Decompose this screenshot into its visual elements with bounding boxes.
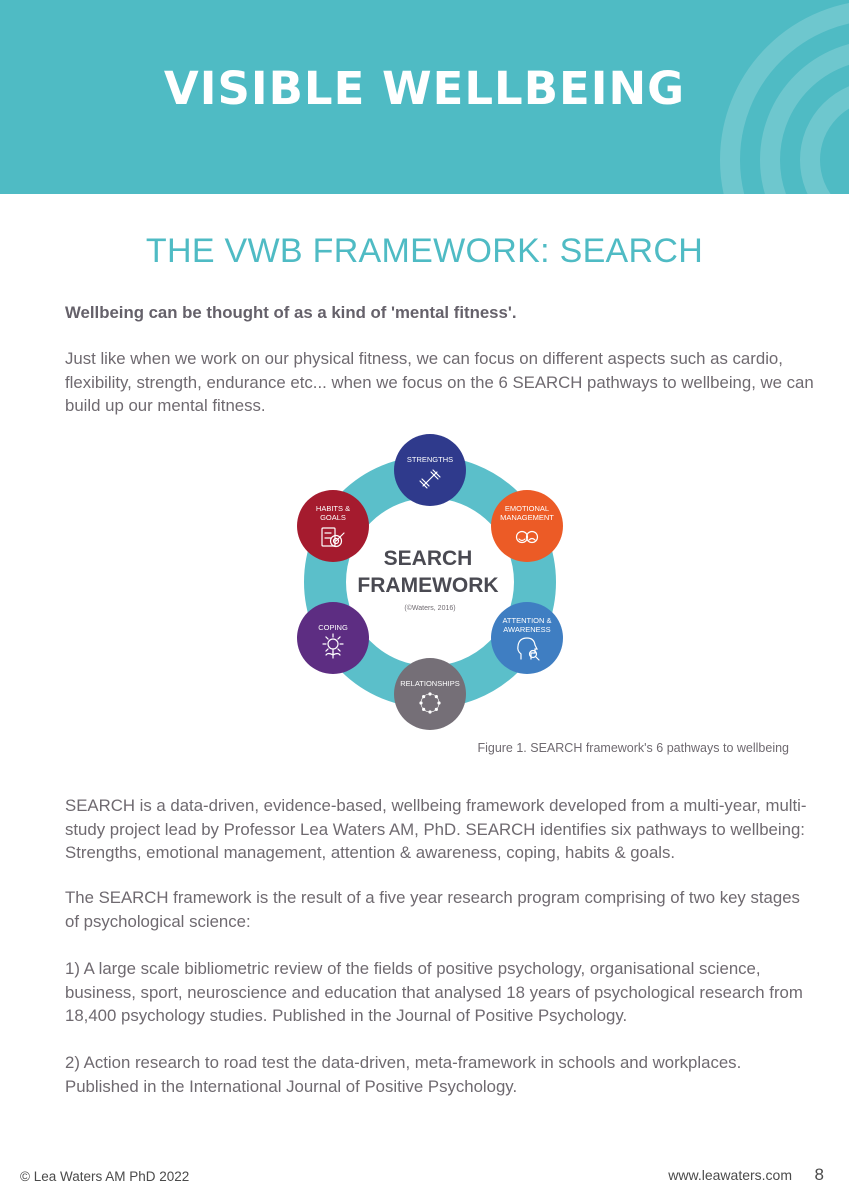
search-description-paragraph: SEARCH is a data-driven, evidence-based,… xyxy=(65,796,807,862)
pathway-circle xyxy=(297,602,370,674)
pathway-label-line2: GOALS xyxy=(320,513,346,522)
pathway-label-line2: AWARENESS xyxy=(503,625,550,634)
target-checklist-icon xyxy=(321,527,345,548)
section-title: THE VWB FRAMEWORK: SEARCH xyxy=(145,232,704,270)
header-banner: VISIBLE WELLBEING xyxy=(0,0,849,194)
pathway-label: RELATIONSHIPS xyxy=(400,679,459,688)
pathway-label-line2: MANAGEMENT xyxy=(500,513,554,522)
pathway-circle xyxy=(297,490,370,562)
pathway-node-strengths: STRENGTHS xyxy=(394,434,466,506)
footer-copyright: © Lea Waters AM PhD 2022 xyxy=(20,1169,190,1184)
figure-caption: Figure 1. SEARCH framework's 6 pathways … xyxy=(477,741,789,755)
diagram-credit: (©Waters, 2016) xyxy=(404,604,455,612)
flower-sun-icon xyxy=(322,633,344,659)
dumbbell-icon xyxy=(419,469,441,489)
pathway-label: STRENGTHS xyxy=(407,455,453,464)
head-magnifier-icon xyxy=(517,637,540,661)
pathway-node-relationships: RELATIONSHIPS xyxy=(394,658,466,730)
pathway-label: COPING xyxy=(318,623,348,632)
lead-paragraph: Wellbeing can be thought of as a kind of… xyxy=(65,303,517,322)
stage-two-paragraph: 2) Action research to road test the data… xyxy=(65,1053,742,1096)
stage-one-paragraph: 1) A large scale bibliometric review of … xyxy=(65,959,803,1025)
research-program-paragraph: The SEARCH framework is the result of a … xyxy=(65,888,800,931)
pathway-label: ATTENTION & xyxy=(502,616,551,625)
pathway-circle xyxy=(490,490,563,562)
pathway-node-attention-awareness: ATTENTION &AWARENESS xyxy=(490,602,563,674)
people-circle-icon xyxy=(419,692,441,714)
footer-website-link[interactable]: www.leawaters.com xyxy=(668,1167,792,1183)
diagram-center-title: SEARCH xyxy=(384,547,473,570)
pathway-label: EMOTIONAL xyxy=(505,504,549,513)
pathway-node-habits-goals: HABITS &GOALS xyxy=(297,490,370,562)
decorative-arcs xyxy=(720,3,849,194)
page-number: 8 xyxy=(814,1165,824,1184)
search-framework-diagram: SEARCH FRAMEWORK (©Waters, 2016) STRENGT… xyxy=(297,434,563,730)
pathway-node-coping: COPING xyxy=(297,602,370,674)
intro-paragraph: Just like when we work on our physical f… xyxy=(65,349,814,415)
faces-icon xyxy=(515,530,539,544)
page-title: VISIBLE WELLBEING xyxy=(163,62,686,115)
pathway-circle xyxy=(394,434,466,506)
pathway-label: HABITS & xyxy=(316,504,350,513)
diagram-center-subtitle: FRAMEWORK xyxy=(357,574,498,597)
